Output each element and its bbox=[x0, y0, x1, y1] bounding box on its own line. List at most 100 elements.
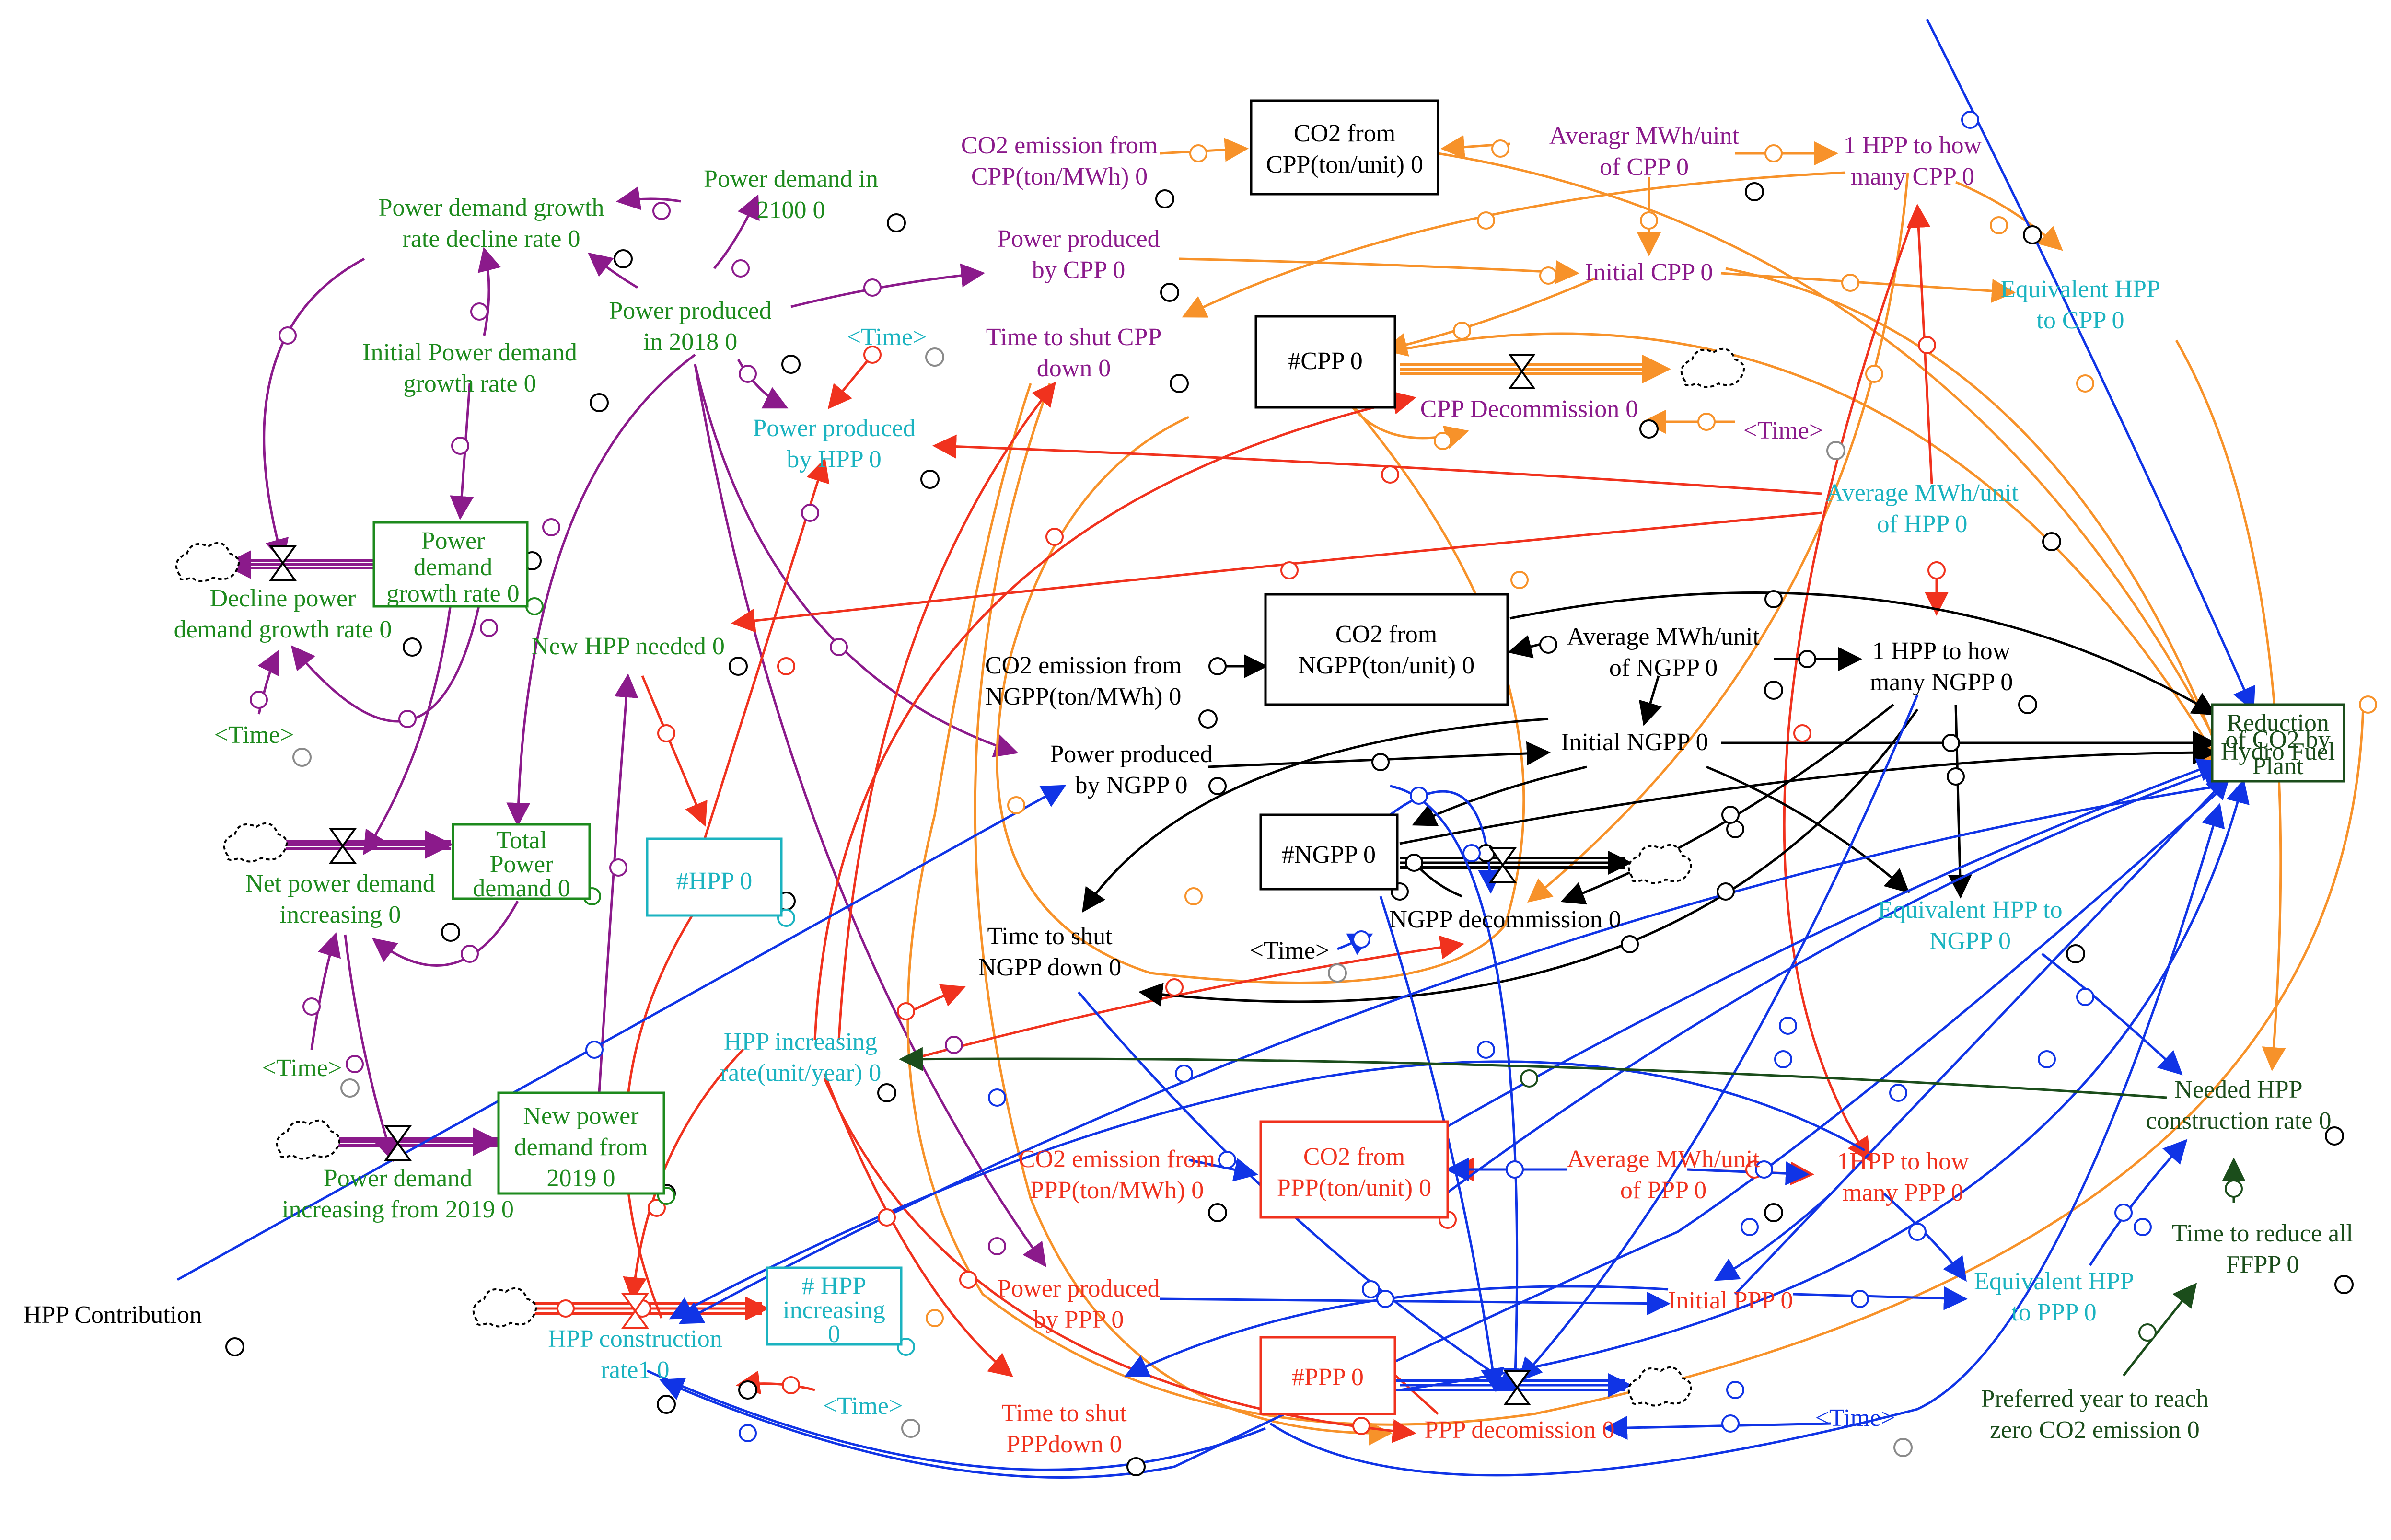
label-ppp-decom: PPP decomission 0 bbox=[1425, 1416, 1615, 1444]
box-cpp-stock bbox=[1254, 315, 1396, 409]
link-ngpp-stock-to-ppp-decom bbox=[1390, 785, 1528, 1392]
pipe-ppp bbox=[1395, 1379, 1625, 1391]
link-avg-ngpp-to-initial bbox=[1638, 675, 1662, 726]
label-ngpp-decom: NGPP decommission 0 bbox=[1389, 906, 1621, 933]
box-co2-cpp bbox=[1250, 99, 1439, 196]
box-co2-ngpp bbox=[1264, 593, 1509, 706]
label-initial-ppp: Initial PPP 0 bbox=[1668, 1287, 1793, 1314]
cloud-ngpp-icon bbox=[1627, 844, 1692, 884]
box-total-demand bbox=[452, 823, 591, 900]
link-handles bbox=[250, 111, 2377, 1442]
link-ngpp-stock-to-ppp-blue2 bbox=[1379, 896, 1505, 1392]
valve-ngpp-icon bbox=[1489, 847, 1517, 883]
link-equiv-ppp-to-needed bbox=[2089, 1139, 2188, 1266]
link-hpp-stock-to-hpp-power bbox=[703, 458, 830, 839]
label-time-7: <Time> bbox=[1815, 1404, 1895, 1432]
link-initial-ngpp-to-stock bbox=[1412, 765, 1587, 826]
link-one-hpp-ngpp-to-time-shut bbox=[1138, 708, 1919, 1007]
link-initial-cpp-reduction bbox=[1725, 267, 2228, 769]
label-hpp-stock: #HPP 0 bbox=[676, 868, 752, 895]
link-initial-to-equiv-cpp bbox=[1720, 272, 2016, 303]
label-time-3: <Time> bbox=[823, 1392, 903, 1420]
link-ppp-to-reduction bbox=[1413, 763, 2227, 1218]
clouds bbox=[175, 347, 1745, 1407]
valve-net-demand-icon bbox=[329, 828, 357, 864]
cloud-decline-icon bbox=[175, 542, 240, 582]
label-ngpp-stock: #NGPP 0 bbox=[1282, 841, 1376, 868]
flow-valves bbox=[269, 354, 1536, 1405]
label-new-hpp-needed: New HPP needed 0 bbox=[531, 633, 725, 660]
valve-ppp-icon bbox=[1503, 1370, 1531, 1405]
link-equiv-cpp-to-needed bbox=[2175, 339, 2286, 1071]
valve-cpp-icon bbox=[1508, 354, 1536, 389]
link-reduction-to-ppp-decom bbox=[1518, 695, 1919, 1382]
link-one-hpp-ppp-to-equiv bbox=[1883, 1193, 1967, 1282]
link-hpp-contribution bbox=[176, 785, 1067, 1281]
link-one-hpp-to-equiv-cpp bbox=[1955, 181, 2063, 251]
link-reduction-to-hpp-rate1 bbox=[678, 785, 2220, 1324]
label-time-1: <Time> bbox=[214, 721, 294, 749]
label-time-6: <Time> bbox=[1250, 937, 1330, 964]
link-ppp-stock-loop-b bbox=[1269, 803, 2225, 1477]
link-initial-to-cpp-stock bbox=[1383, 277, 1597, 357]
link-2018-to-decline-rate bbox=[588, 252, 638, 289]
link-top-blue-to-reduction bbox=[1926, 18, 2255, 712]
link-cpp-power-to-initial bbox=[1179, 257, 1579, 284]
link-time7-to-ppp-decom bbox=[1603, 1416, 1832, 1440]
link-initial-ppp-to-equiv-ppp bbox=[1792, 1286, 1968, 1310]
valve-decline-icon bbox=[269, 545, 297, 581]
link-hpp-rate-to-ppp-shut bbox=[823, 1073, 1013, 1378]
link-hpp-rate-to-cpp-shut bbox=[837, 382, 1056, 1041]
link-reduction-to-ppp-long bbox=[906, 383, 2365, 1426]
link-preferred-to-time-reduce bbox=[2123, 1283, 2197, 1377]
cloud-cpp-icon bbox=[1680, 347, 1745, 388]
link-2100-to-decline-rate bbox=[616, 186, 681, 210]
link-2018-to-cpp-power bbox=[790, 263, 985, 308]
link-initial-ppp-to-shut bbox=[1124, 1285, 1669, 1377]
box-ppp-stock bbox=[1259, 1336, 1396, 1415]
link-avg-hpp-to-one-ppp bbox=[1783, 206, 1919, 1162]
link-one-hpp-ppp-to-initial bbox=[1714, 1193, 1832, 1281]
link-hpp-rate-to-cpp-decom bbox=[813, 391, 1416, 1041]
label-cpp-decom: CPP Decommission 0 bbox=[1420, 395, 1638, 423]
pipe-net-demand bbox=[254, 840, 451, 850]
indicator-dots bbox=[225, 182, 2354, 1476]
label-cpp-stock: #CPP 0 bbox=[1288, 347, 1363, 375]
pipe-cpp bbox=[1400, 363, 1659, 375]
link-initial-ppp-to-reduction bbox=[1734, 775, 2231, 1295]
link-time2-to-net-demand bbox=[310, 932, 341, 1050]
label-time-2: <Time> bbox=[262, 1054, 342, 1082]
link-new-hpp-to-hpp-stock bbox=[641, 675, 708, 827]
link-2018-to-2100 bbox=[713, 194, 760, 269]
link-decline-rate-to-decline bbox=[263, 257, 365, 563]
label-initial-cpp: Initial CPP 0 bbox=[1585, 259, 1713, 286]
link-co2-ngpp-to-reduction bbox=[1509, 591, 2217, 716]
